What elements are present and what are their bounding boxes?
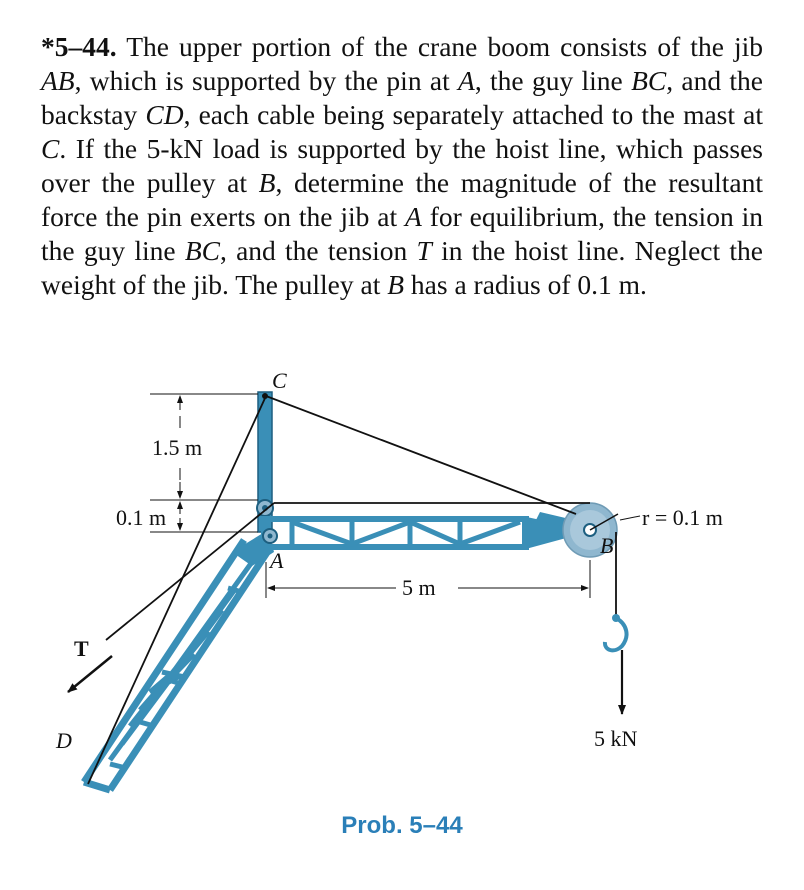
radius-leader [619,515,641,521]
hook [602,614,629,653]
text-run: , and the backstay [41,65,763,130]
radius-line [589,513,619,531]
cables [87,395,619,785]
label-5kn: 5 kN [594,726,638,751]
symbol: A [458,65,475,96]
text-run: , the guy line [474,65,632,96]
text-run: The upper portion of the crane boom cons… [116,31,763,62]
text-run: , each cable being separately attached t… [183,99,763,130]
label-1-5m: 1.5 m [152,435,202,460]
symbol: A [405,201,422,232]
dimension-left [150,393,258,533]
symbol: CD [145,99,184,130]
guy-line-bc [265,395,577,515]
pulley-b [562,502,618,558]
dimension-5m [265,560,591,598]
backstay-cd [87,395,267,785]
symbol: B [387,269,405,300]
text-run: , which is supported by the pin at [74,65,459,96]
text-run: , determine the magnitude of the resulta… [41,167,763,232]
figure-caption: Prob. 5–44 [341,812,463,839]
guy-line-bracket [536,512,574,528]
mast [256,391,274,533]
label-5m: 5 m [402,575,436,600]
label-t: T [74,636,89,661]
symbol: BC [184,235,220,266]
problem-number: *5–44. [41,31,117,62]
text-run: . If the 5-kN load is supported by the h… [41,133,763,198]
problem-statement: *5–44. The upper portion of the crane bo… [41,30,763,302]
symbol: B [258,167,276,198]
label-radius: r = 0.1 m [642,505,723,530]
text-run: for equilibrium, the tension in the guy … [41,201,763,266]
label-a: A [268,548,284,573]
text-run: has a radius of 0.1 m. [404,269,647,300]
text-run: , and the tension [219,235,417,266]
label-c: C [272,368,287,393]
symbol: BC [631,65,667,96]
text-run: in the hoist line. Neglect the weight of… [41,235,763,300]
label-b: B [600,533,613,558]
symbol: T [416,235,432,266]
hoist-line-diagonal [105,502,275,641]
label-d: D [55,728,72,753]
jib-ab [261,516,592,550]
tension-t-arrow [67,655,113,693]
symbol: AB [41,65,75,96]
lower-boom [81,530,274,794]
label-0-1m: 0.1 m [116,505,166,530]
symbol: C [41,133,60,164]
